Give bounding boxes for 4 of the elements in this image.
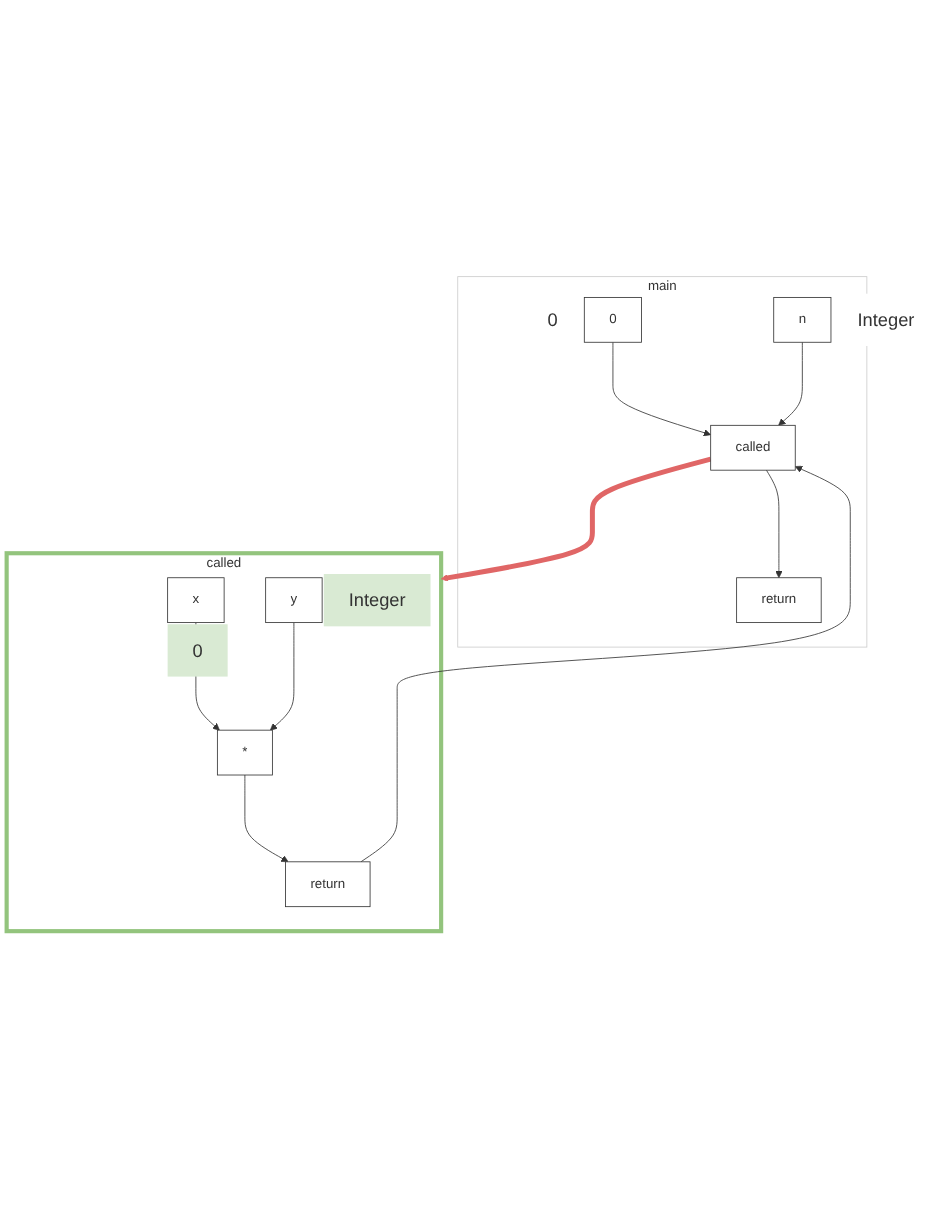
node-label: 0: [547, 308, 558, 330]
node-label: Integer: [348, 588, 406, 610]
arrow: [440, 455, 712, 581]
node-label: 0: [192, 639, 203, 660]
